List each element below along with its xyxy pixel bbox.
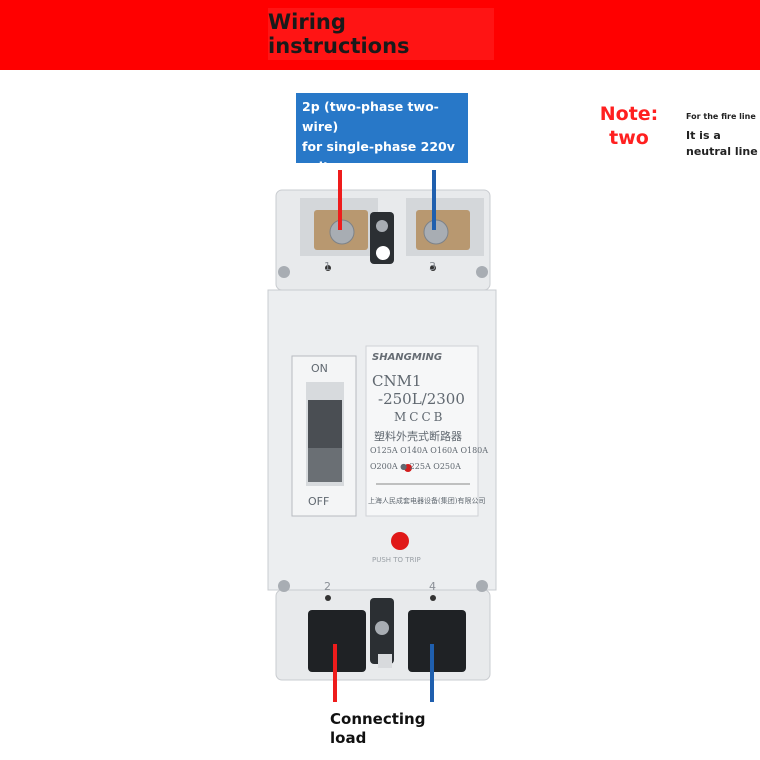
banner-title: Wiring instructions [268, 8, 494, 60]
model-line-2: -250L/2300 [378, 390, 465, 408]
switch-lever-base [308, 448, 342, 482]
info-line-2: for single-phase 220v [302, 139, 455, 154]
corner-screw-icon [476, 580, 488, 592]
nameplate [365, 345, 479, 517]
chinese-product-name: 塑料外壳式断路器 [374, 430, 462, 443]
note-fire-line: For the fire line [686, 112, 756, 121]
current-ratings-row-2: O200A ● 225A O250A [370, 462, 461, 471]
load-line-1: Connecting [330, 710, 426, 728]
load-line-2: load [330, 729, 367, 747]
model-line-3: MCCB [394, 410, 446, 424]
neutral-line-2: neutral line [686, 145, 758, 158]
neutral-line-1: It is a [686, 129, 721, 142]
brand-name: SHANGMING [372, 352, 443, 363]
note-title-line-1: Note: [599, 103, 659, 125]
neutral-wire-bottom [430, 644, 434, 702]
connecting-load-label: Connecting load [330, 710, 425, 748]
live-wire-top [338, 170, 342, 230]
manufacturer-name: 上海人民成套电器设备(集团)有限公司 [368, 497, 486, 505]
neutral-wire-top [432, 170, 436, 230]
top-right-screw-icon [423, 219, 449, 245]
bottom-center-clip [378, 654, 392, 668]
terminal-number-1: 1 [324, 260, 331, 273]
bottom-right-slot [408, 610, 466, 672]
push-to-trip-button[interactable] [391, 532, 409, 550]
switch-on-label: ON [311, 362, 328, 375]
note-title: Note: two [594, 102, 664, 150]
terminal-number-3: 3 [429, 260, 436, 273]
top-left-dot [325, 265, 331, 271]
current-ratings-row-1: O125A O140A O160A O180A [370, 446, 489, 455]
corner-screw-icon [476, 266, 488, 278]
top-center-screw-icon [376, 220, 388, 232]
live-wire-bottom [333, 644, 337, 702]
switch-off-label: OFF [308, 495, 330, 508]
terminal-number-4: 4 [429, 580, 436, 593]
bottom-center-screw-icon [375, 621, 389, 635]
terminal-number-2: 2 [324, 580, 331, 593]
bottom-left-slot [308, 610, 366, 672]
bottom-left-dot [325, 595, 331, 601]
info-line-1: 2p (two-phase two-wire) [302, 99, 439, 134]
selected-rating-dot [404, 464, 412, 472]
top-center-indicator [376, 246, 390, 260]
top-right-dot [430, 265, 436, 271]
note-title-line-2: two [609, 127, 649, 149]
bottom-right-dot [430, 595, 436, 601]
phase-info-box: 2p (two-phase two-wire) for single-phase… [296, 93, 468, 174]
corner-screw-icon [278, 266, 290, 278]
top-left-screw-icon [329, 219, 355, 245]
switch-lever[interactable] [308, 400, 342, 448]
note-neutral-line: It is a neutral line [686, 128, 760, 160]
push-to-trip-label: PUSH TO TRIP [372, 556, 421, 564]
corner-screw-icon [278, 580, 290, 592]
model-line-1: CNM1 [372, 372, 422, 390]
